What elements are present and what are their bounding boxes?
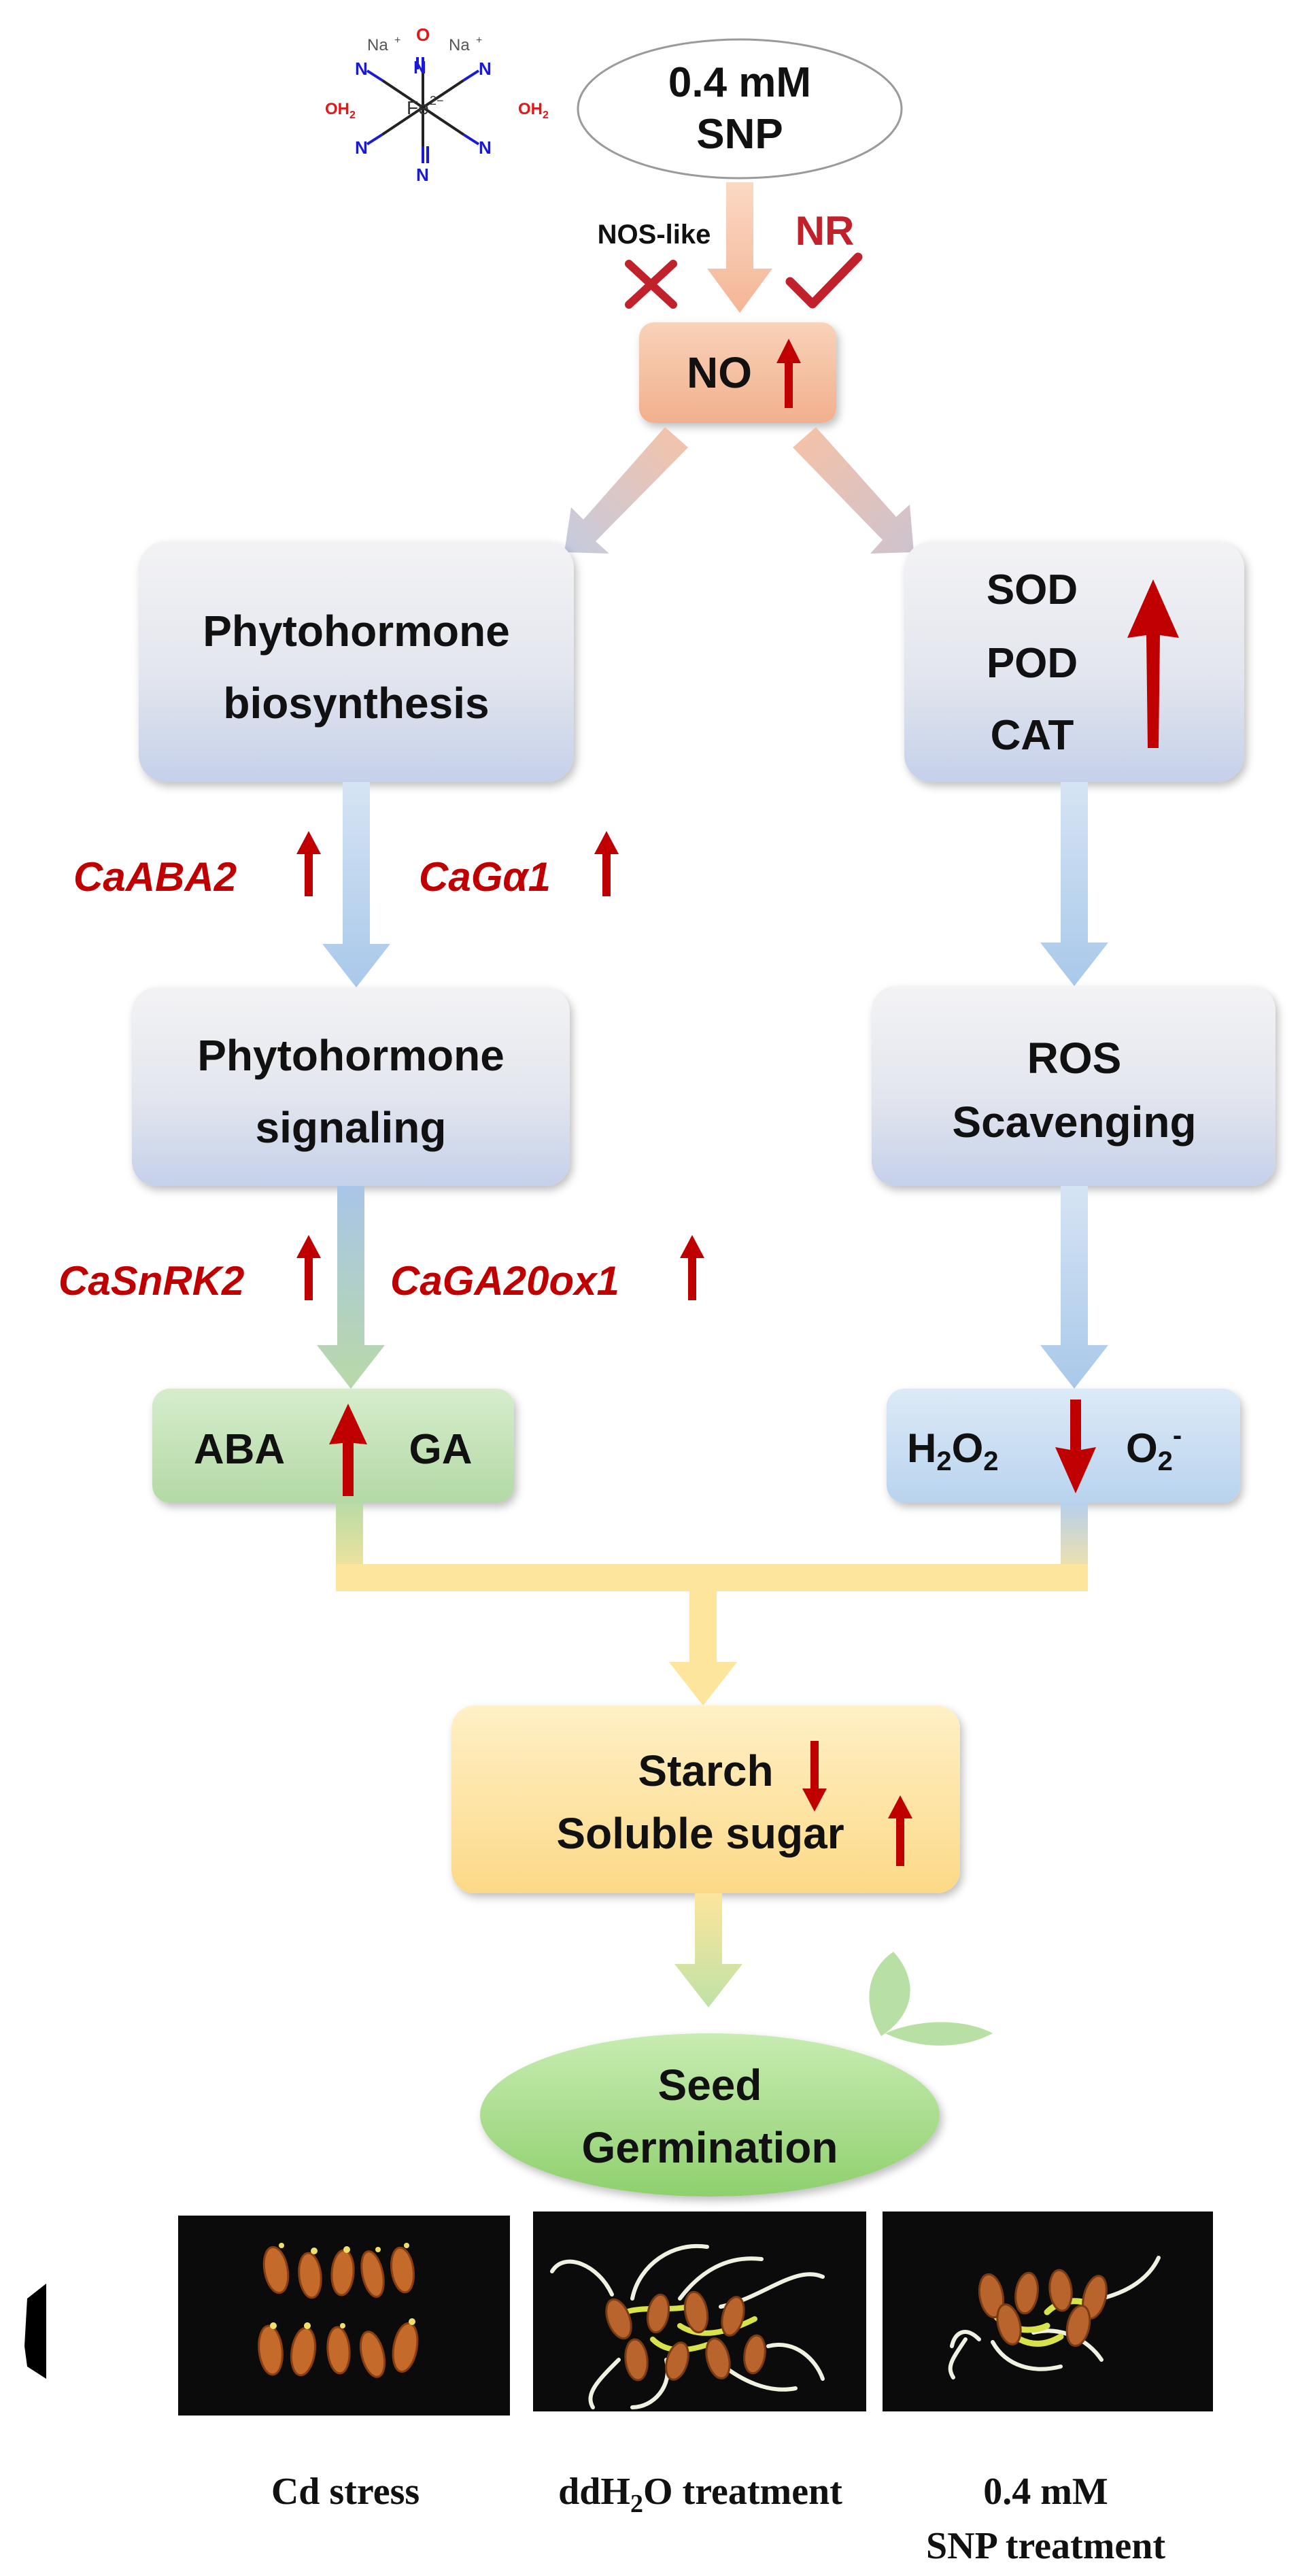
pod-label: POD xyxy=(987,640,1078,687)
ros-line1: ROS xyxy=(1027,1034,1122,1083)
starch-sugar-box xyxy=(451,1706,960,1893)
starch-down-arrow-icon xyxy=(802,1741,827,1812)
phytohormone-biosynthesis-box xyxy=(139,541,574,782)
molecule-fe-charge: 2− xyxy=(430,94,444,107)
arrow-no-to-biosynthesis xyxy=(564,427,688,554)
gene-caga20ox1: CaGA20ox1 xyxy=(390,1258,619,1304)
snp-label-line1: 0.4 mM xyxy=(668,59,811,106)
cat-label: CAT xyxy=(991,712,1074,759)
cross-icon xyxy=(625,260,677,309)
no-label: NO xyxy=(687,348,752,397)
snp-ellipse xyxy=(577,38,903,180)
arrow-snp-to-no xyxy=(707,182,772,313)
gene-cagaa1-up-arrow-icon xyxy=(594,831,619,896)
gene-caga20ox1-up-arrow-icon xyxy=(680,1235,704,1300)
snp-structure: Fe 2− O N N N N N N Na + Na + OH2 OH2 xyxy=(325,24,549,185)
molecule-oh2-left: OH2 xyxy=(325,100,356,121)
soluble-sugar-label: Soluble sugar xyxy=(556,1809,844,1858)
arrow-biosynthesis-to-signaling xyxy=(322,782,390,987)
ros-scavenging-box xyxy=(872,986,1276,1186)
molecule-na-left: Na xyxy=(367,36,388,54)
arrow-signaling-to-aba-ga xyxy=(317,1186,385,1389)
photo-cd-stress xyxy=(178,2216,510,2416)
phyto-bio-line2: biosynthesis xyxy=(223,679,489,728)
arrow-sugar-to-germination xyxy=(674,1893,742,2007)
edge-mark xyxy=(24,2284,46,2379)
h2o2-o2-box xyxy=(887,1389,1240,1503)
gene-cagaa1: CaGα1 xyxy=(419,854,551,900)
arrow-ros-to-h2o2 xyxy=(1040,1186,1108,1389)
o2-superoxide-label: O2- xyxy=(1126,1421,1182,1476)
aba-ga-up-arrow-icon xyxy=(329,1404,367,1496)
molecule-nitrosyl-n: N xyxy=(413,57,426,78)
caption-snp-line2: SNP treatment xyxy=(926,2525,1165,2567)
germ-line1: Seed xyxy=(658,2061,762,2109)
phytohormone-signaling-box xyxy=(132,987,570,1186)
photo-snp-treatment xyxy=(883,2211,1213,2411)
molecule-na-right: Na xyxy=(449,36,470,54)
molecule-n-bottom: N xyxy=(416,165,429,185)
molecule-nitrosyl-o: O xyxy=(416,24,430,45)
starch-label: Starch xyxy=(638,1746,773,1795)
molecule-n-lower-left: N xyxy=(355,137,368,158)
aba-label: ABA xyxy=(194,1426,285,1473)
molecule-n-upper-right: N xyxy=(479,58,492,79)
snp-label-line2: SNP xyxy=(696,111,783,158)
ga-label: GA xyxy=(409,1426,473,1473)
phyto-sig-line2: signaling xyxy=(256,1103,447,1152)
nos-like-label: NOS-like xyxy=(598,220,711,250)
check-icon xyxy=(785,252,863,309)
phyto-bio-line1: Phytohormone xyxy=(203,607,510,656)
seed-germination-ellipse xyxy=(480,2033,940,2197)
arrow-no-to-enzymes xyxy=(793,427,914,554)
molecule-na-right-charge: + xyxy=(476,35,482,46)
gene-caaba2-up-arrow-icon xyxy=(296,831,321,896)
soluble-sugar-up-arrow-icon xyxy=(888,1795,912,1866)
molecule-fe: Fe xyxy=(407,97,429,118)
germ-line2: Germination xyxy=(582,2123,838,2172)
no-up-arrow-icon xyxy=(776,339,801,408)
phyto-sig-line1: Phytohormone xyxy=(197,1031,504,1080)
caption-cd-stress: Cd stress xyxy=(271,2471,420,2513)
enzymes-up-arrow-icon xyxy=(1127,579,1179,748)
sod-label: SOD xyxy=(987,566,1078,613)
aba-ga-box xyxy=(152,1389,514,1503)
h2o2-down-arrow-icon xyxy=(1055,1400,1096,1493)
nr-label: NR xyxy=(796,208,855,254)
photo-ddh2o-treatment xyxy=(533,2211,866,2411)
gene-casnrk2-up-arrow-icon xyxy=(296,1235,321,1300)
seedling-leaf-icon xyxy=(869,1952,993,2046)
molecule-oh2-right: OH2 xyxy=(518,100,549,121)
ros-line2: Scavenging xyxy=(952,1098,1196,1147)
molecule-n-lower-right: N xyxy=(479,137,492,158)
caption-ddh2o-treatment: ddH2O treatment xyxy=(558,2471,842,2518)
arrow-enzymes-to-ros xyxy=(1040,782,1108,986)
merge-connector xyxy=(336,1503,1088,1706)
h2o2-label: H2O2 xyxy=(907,1425,999,1476)
gene-caaba2: CaABA2 xyxy=(73,854,237,900)
molecule-na-left-charge: + xyxy=(394,35,400,46)
molecule-n-upper-left: N xyxy=(355,58,368,79)
gene-casnrk2: CaSnRK2 xyxy=(58,1258,244,1304)
caption-snp-line1: 0.4 mM xyxy=(983,2471,1108,2513)
